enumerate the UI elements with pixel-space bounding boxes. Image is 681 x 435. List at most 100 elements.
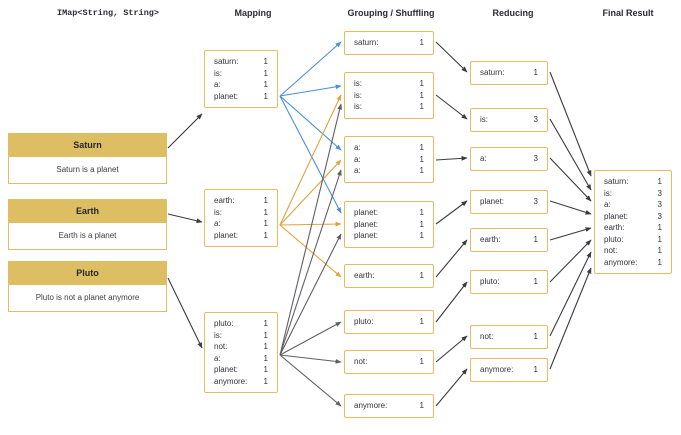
kv-row: earth:1: [354, 270, 424, 282]
kv-key: pluto:: [354, 317, 374, 326]
kv-key: is:: [214, 330, 222, 340]
kv-row: anymore:1: [480, 364, 538, 376]
kv-row: earth: 1: [480, 234, 538, 246]
kv-value: 1: [263, 219, 268, 228]
kv-row: planet:3: [480, 196, 538, 208]
kv-key: planet:: [354, 208, 379, 217]
kv-row: a:1: [354, 165, 424, 177]
connector-arrow: [549, 227, 592, 241]
kv-key: a:: [354, 154, 361, 164]
connector-arrow: [435, 94, 468, 120]
column-header-reducing: Reducing: [492, 8, 534, 18]
reducing-box-red-saturn[interactable]: saturn:1: [470, 61, 548, 85]
kv-row: is: 1: [354, 101, 424, 113]
kv-row: a:3: [480, 153, 538, 165]
kv-key: planet:: [354, 219, 379, 229]
connector-arrow: [435, 200, 468, 225]
connector-arrow: [279, 95, 342, 214]
reducing-box-red-anymore[interactable]: anymore:1: [470, 358, 548, 382]
kv-row: anymore:1: [354, 400, 424, 412]
kv-row: planet:1: [354, 230, 424, 242]
reducing-box-red-pluto[interactable]: pluto:1: [470, 270, 548, 294]
grouping-box-grp-pluto[interactable]: pluto:1: [344, 310, 434, 334]
kv-row: anymore:1: [604, 257, 662, 269]
kv-row: not:1: [214, 341, 268, 353]
grouping-box-grp-anymore[interactable]: anymore:1: [344, 394, 434, 418]
kv-row: is:1: [214, 207, 268, 219]
connector-arrow: [279, 224, 342, 278]
kv-value: 3: [533, 115, 538, 124]
kv-key: earth:: [604, 223, 625, 232]
kv-value: 1: [419, 154, 424, 164]
kv-row: not:1: [480, 331, 538, 343]
column-header-imap: IMap<String, String>: [56, 8, 160, 18]
document-text: Saturn is a planet: [9, 157, 166, 183]
kv-key: planet:: [214, 91, 239, 101]
kv-row: a:1: [214, 353, 268, 365]
kv-value: 1: [263, 353, 268, 363]
kv-key: planet:: [214, 365, 239, 374]
kv-key: planet:: [214, 230, 239, 240]
kv-key: earth:: [354, 271, 375, 280]
kv-row: a:1: [354, 142, 424, 154]
kv-key: not:: [354, 357, 368, 366]
kv-key: planet:: [604, 211, 629, 221]
kv-key: a:: [480, 154, 487, 163]
kv-row: a:3: [604, 199, 662, 211]
kv-value: 1: [419, 357, 424, 366]
kv-row: a:1: [214, 218, 268, 230]
wires-reducing-to-final: [549, 71, 592, 370]
kv-value: 1: [419, 143, 424, 152]
kv-key: saturn:: [604, 177, 629, 186]
kv-value: 3: [533, 197, 538, 206]
grouping-box-grp-earth[interactable]: earth:1: [344, 264, 434, 288]
kv-value: 1: [533, 332, 538, 341]
connector-arrow: [549, 239, 592, 283]
kv-key: pluto:: [480, 277, 500, 286]
kv-value: 1: [533, 235, 538, 244]
kv-row: is:1: [214, 330, 268, 342]
kv-row: anymore:1: [214, 376, 268, 388]
grouping-box-grp-not[interactable]: not: 1: [344, 350, 434, 374]
column-header-final: Final Result: [602, 8, 654, 18]
reducing-box-red-earth[interactable]: earth: 1: [470, 228, 548, 252]
connector-arrow: [279, 95, 342, 151]
kv-key: is:: [354, 79, 362, 88]
connector-arrow: [279, 169, 342, 356]
kv-key: earth:: [480, 235, 501, 244]
reducing-box-red-planet[interactable]: planet:3: [470, 190, 548, 214]
kv-value: 1: [419, 90, 424, 100]
wires-grouping-to-reducing: [435, 41, 468, 407]
kv-value: 1: [657, 246, 662, 255]
reducing-box-red-not[interactable]: not:1: [470, 325, 548, 349]
connector-arrow: [435, 239, 468, 278]
connector-arrow: [549, 71, 592, 177]
kv-row: saturn:1: [214, 56, 268, 68]
kv-key: is:: [480, 115, 488, 124]
reducing-box-red-is[interactable]: is: 3: [470, 108, 548, 132]
connector-arrow: [435, 281, 468, 323]
reducing-box-red-a[interactable]: a:3: [470, 147, 548, 171]
kv-key: is:: [354, 102, 362, 111]
kv-value: 1: [419, 102, 424, 111]
kv-row: planet:1: [214, 91, 268, 103]
grouping-box-grp-saturn[interactable]: saturn:1: [344, 31, 434, 55]
kv-value: 1: [263, 196, 268, 205]
kv-row: is:3: [604, 188, 662, 200]
connector-arrow: [279, 41, 342, 97]
connector-arrow: [435, 155, 468, 161]
kv-value: 1: [657, 223, 662, 232]
kv-value: 1: [263, 365, 268, 374]
kv-value: 3: [657, 200, 662, 209]
kv-value: 1: [419, 166, 424, 175]
